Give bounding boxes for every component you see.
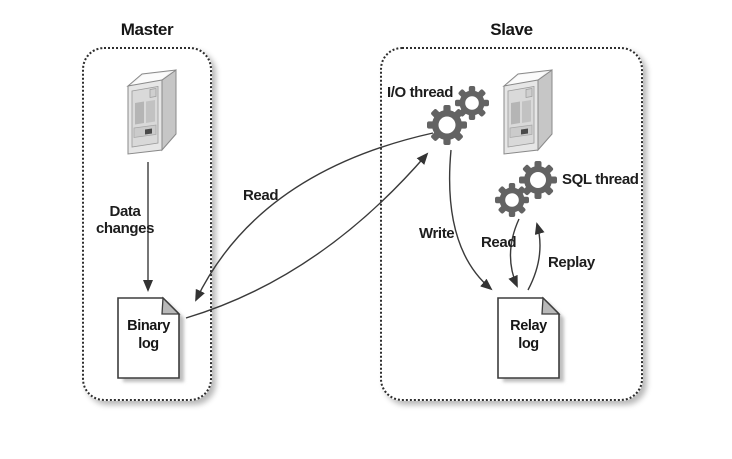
replay-arrow-label: Replay	[548, 254, 595, 271]
read-slave-arrow-label: Read	[481, 234, 517, 251]
relay-log-label-line2: log	[518, 336, 539, 352]
io-thread-gears-icon	[427, 86, 489, 145]
binary-log-label-line1: Binary	[127, 318, 170, 334]
slave-server-icon	[502, 69, 553, 155]
binary-log-label-line2: log	[138, 336, 159, 352]
relay-log-label: Relay log	[497, 317, 560, 353]
binary-log-document-icon	[117, 296, 184, 382]
data-changes-label: Data changes	[93, 203, 157, 237]
master-title: Master	[120, 20, 174, 39]
binary-log-label: Binary log	[117, 317, 180, 353]
relay-log-document-icon	[497, 296, 564, 382]
io-thread-label: I/O thread	[387, 84, 454, 101]
data-changes-label-line2: changes	[95, 220, 155, 237]
master-server-icon	[126, 69, 177, 155]
read-master-arrow-label: Read	[243, 187, 279, 204]
slave-title: Slave	[490, 20, 533, 39]
write-arrow-label: Write	[419, 225, 455, 242]
data-changes-label-line1: Data	[109, 203, 141, 220]
relay-log-label-line1: Relay	[510, 318, 547, 334]
sql-thread-gears-icon	[495, 161, 557, 217]
sql-thread-label: SQL thread	[562, 171, 639, 188]
